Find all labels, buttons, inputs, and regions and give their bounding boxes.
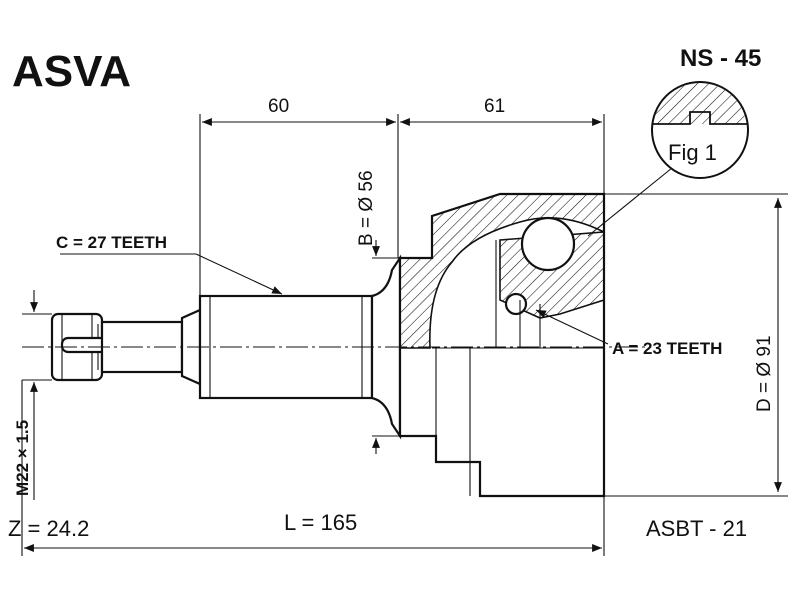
ball [520,216,576,272]
dim-c-teeth: C = 27 TEETH [56,233,167,252]
catalog-code: ASBT - 21 [646,516,747,541]
dim-right-length: 61 [484,96,505,117]
small-ball [504,292,528,316]
part-number: NS - 45 [680,45,761,72]
dim-z-value: Z = 24.2 [8,516,89,541]
dimension-lines [21,114,788,556]
dim-left-length: 60 [268,96,289,117]
dim-a-teeth: A = 23 TEETH [612,339,722,358]
dim-thread: M22 × 1.5 [13,420,32,496]
housing-section-hatch [399,193,605,349]
dim-d-diameter: D = Ø 91 [754,335,775,412]
fig1-detail: Fig 1 [651,81,749,179]
dim-b-diameter: B = Ø 56 [356,170,377,246]
dim-total-length: L = 165 [284,510,357,535]
fig-label: Fig 1 [668,140,717,165]
brand-logo: ASVA [12,47,131,96]
